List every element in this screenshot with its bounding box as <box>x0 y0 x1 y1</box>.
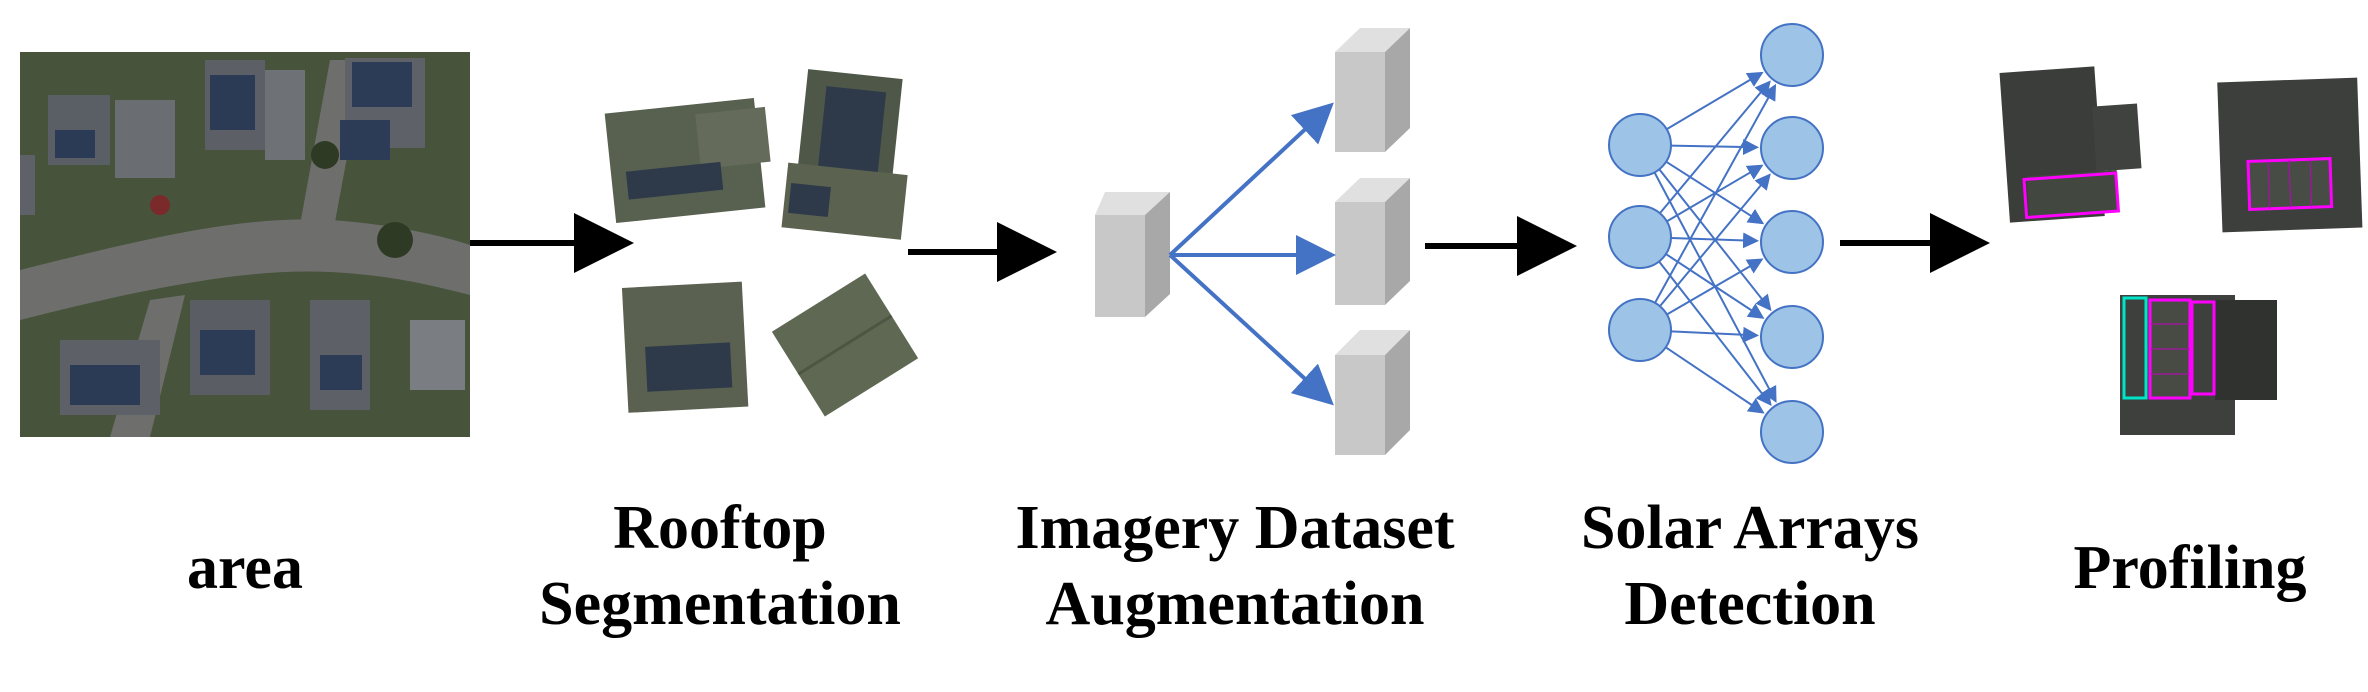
label-solar-arrays-detection: Solar Arrays Detection <box>1540 490 1960 642</box>
nn-node-3 <box>1760 23 1824 87</box>
nn-node-0 <box>1608 113 1672 177</box>
nn-edge-2-1 <box>1659 173 1771 307</box>
label-profiling: Profiling <box>2040 530 2340 606</box>
nn-edge-2-4 <box>1665 346 1765 414</box>
label-rooftop-line-1: Rooftop <box>613 494 827 562</box>
label-rooftop-line-2: Segmentation <box>539 570 901 638</box>
label-imagery-line-1: Imagery Dataset <box>1015 494 1455 562</box>
nn-edge-1-2 <box>1670 232 1760 249</box>
label-solar-line-2: Detection <box>1624 570 1876 638</box>
neural-network-icon <box>1608 23 1824 464</box>
nn-edge-2-0 <box>1654 83 1777 304</box>
augmentation-arrows <box>1168 102 1336 406</box>
nn-node-4 <box>1760 116 1824 180</box>
data-cube-icon <box>1095 28 1410 455</box>
rooftop-segment-icon <box>604 69 919 417</box>
nn-edge-0-1 <box>1670 139 1760 156</box>
nn-edge-2-2 <box>1666 258 1764 316</box>
nn-edge-2-3 <box>1670 326 1760 343</box>
label-rooftop-segmentation: Rooftop Segmentation <box>520 490 920 642</box>
label-area-line-1: area <box>187 534 303 602</box>
label-imagery-line-2: Augmentation <box>1045 570 1425 638</box>
nn-edge-0-0 <box>1666 71 1764 131</box>
nn-node-1 <box>1608 205 1672 269</box>
nn-edge-1-0 <box>1659 80 1771 214</box>
nn-node-7 <box>1760 400 1824 464</box>
label-solar-line-1: Solar Arrays <box>1580 494 1920 562</box>
profiling-roof-icon <box>1999 66 2363 435</box>
label-profiling-line-1: Profiling <box>2073 534 2307 602</box>
label-imagery-dataset-augmentation: Imagery Dataset Augmentation <box>985 490 1485 642</box>
nn-edge-1-1 <box>1666 164 1764 223</box>
aerial-map-image <box>20 52 470 437</box>
label-area: area <box>140 530 350 606</box>
nn-node-6 <box>1760 305 1824 369</box>
nn-node-5 <box>1760 210 1824 274</box>
nn-node-2 <box>1608 298 1672 362</box>
